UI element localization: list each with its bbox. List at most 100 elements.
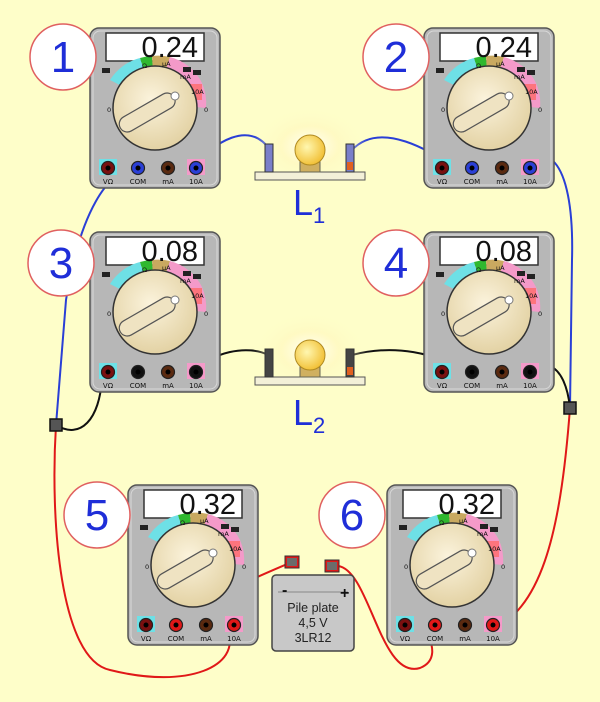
jack-label: 10A: [189, 382, 203, 390]
dial-label: 10A: [525, 88, 538, 96]
dial-label: Ω: [476, 266, 481, 274]
meter-number: 5: [85, 491, 109, 540]
jack-label: mA: [496, 382, 508, 390]
jack-label: VΩ: [103, 178, 114, 186]
jack-label: COM: [130, 382, 146, 390]
jack-label: mA: [162, 178, 174, 186]
jack-ma[interactable]: mA: [493, 159, 511, 186]
jack-ma[interactable]: mA: [159, 159, 177, 186]
dial-label: mA: [514, 277, 525, 285]
dial-label: Ω: [142, 62, 147, 70]
dial-label: µA: [200, 517, 209, 525]
jack-com[interactable]: COM: [463, 159, 481, 186]
meter-reading: 0.24: [142, 32, 198, 64]
meter-number-badge-4: 4: [362, 229, 430, 297]
jack-com[interactable]: COM: [426, 616, 444, 643]
dial-label: 10A: [525, 292, 538, 300]
meter-reading: 0.32: [180, 489, 236, 521]
junction-node: [49, 418, 63, 432]
dial-label: 0: [107, 106, 111, 114]
jack-v[interactable]: VΩ: [433, 363, 451, 390]
dial-label: mA: [180, 277, 191, 285]
battery-line2: 4,5 V: [298, 616, 328, 630]
jack-v[interactable]: VΩ: [396, 616, 414, 643]
dial-label: 0: [107, 310, 111, 318]
jack-label: COM: [464, 382, 480, 390]
dial-label: 0: [538, 106, 542, 114]
meter-number-badge-2: 2: [362, 23, 430, 91]
jack-com[interactable]: COM: [463, 363, 481, 390]
battery-plus: +: [340, 585, 349, 602]
dial-label: 0: [204, 310, 208, 318]
jack-ma[interactable]: mA: [493, 363, 511, 390]
dial-label: mA: [514, 73, 525, 81]
dial-label: 10A: [229, 545, 242, 553]
meter-number-badge-6: 6: [318, 481, 386, 549]
jack-v[interactable]: VΩ: [99, 363, 117, 390]
jack-ma[interactable]: mA: [197, 616, 215, 643]
dial-label: 0: [501, 563, 505, 571]
meter-number: 3: [49, 239, 73, 288]
dial-label: 0: [145, 563, 149, 571]
battery-line1: Pile plate: [287, 601, 338, 615]
dial-label: 0: [441, 106, 445, 114]
jack-10a[interactable]: 10A: [225, 616, 243, 643]
jack-10a[interactable]: 10A: [187, 363, 205, 390]
dial-label: 0: [538, 310, 542, 318]
jack-com[interactable]: COM: [129, 363, 147, 390]
meter-number-badge-5: 5: [63, 481, 131, 549]
jack-label: 10A: [523, 178, 537, 186]
dial-label: 0: [204, 106, 208, 114]
meter-reading: 0.24: [476, 32, 532, 64]
lamp-1: L1: [252, 106, 368, 228]
meter-number: 4: [384, 239, 408, 288]
jack-label: COM: [130, 178, 146, 186]
jack-label: 10A: [523, 382, 537, 390]
jack-label: COM: [464, 178, 480, 186]
dial-label: µA: [162, 60, 171, 68]
dial-label: mA: [218, 530, 229, 538]
dial-label: µA: [459, 517, 468, 525]
jack-v[interactable]: VΩ: [433, 159, 451, 186]
dial-label: mA: [477, 530, 488, 538]
lamp-label: L1: [293, 182, 325, 228]
jack-ma[interactable]: mA: [159, 363, 177, 390]
dial-label: µA: [496, 264, 505, 272]
dial-label: 0: [242, 563, 246, 571]
jack-10a[interactable]: 10A: [521, 159, 539, 186]
junction-node: [563, 401, 577, 415]
lamp-2: L2: [252, 311, 368, 438]
jack-v[interactable]: VΩ: [137, 616, 155, 643]
dial-label: 10A: [191, 292, 204, 300]
dial-label: mA: [180, 73, 191, 81]
jack-10a[interactable]: 10A: [521, 363, 539, 390]
jack-ma[interactable]: mA: [456, 616, 474, 643]
jack-v[interactable]: VΩ: [99, 159, 117, 186]
bulb-icon: [294, 134, 326, 166]
dial-label: Ω: [180, 519, 185, 527]
jack-com[interactable]: COM: [129, 159, 147, 186]
meter-numbers: 1 2 3 4 5 6: [27, 23, 430, 549]
jack-label: VΩ: [141, 635, 152, 643]
jack-10a[interactable]: 10A: [187, 159, 205, 186]
dial-label: µA: [496, 60, 505, 68]
jack-10a[interactable]: 10A: [484, 616, 502, 643]
dial-label: 10A: [488, 545, 501, 553]
jack-label: mA: [162, 382, 174, 390]
meter-number-badge-3: 3: [27, 229, 95, 297]
meter-reading: 0.32: [439, 489, 495, 521]
battery-minus: -: [282, 582, 287, 599]
jack-label: COM: [168, 635, 184, 643]
meter-number-badge-1: 1: [29, 23, 97, 91]
jack-label: 10A: [189, 178, 203, 186]
jack-com[interactable]: COM: [167, 616, 185, 643]
dial-label: 0: [404, 563, 408, 571]
